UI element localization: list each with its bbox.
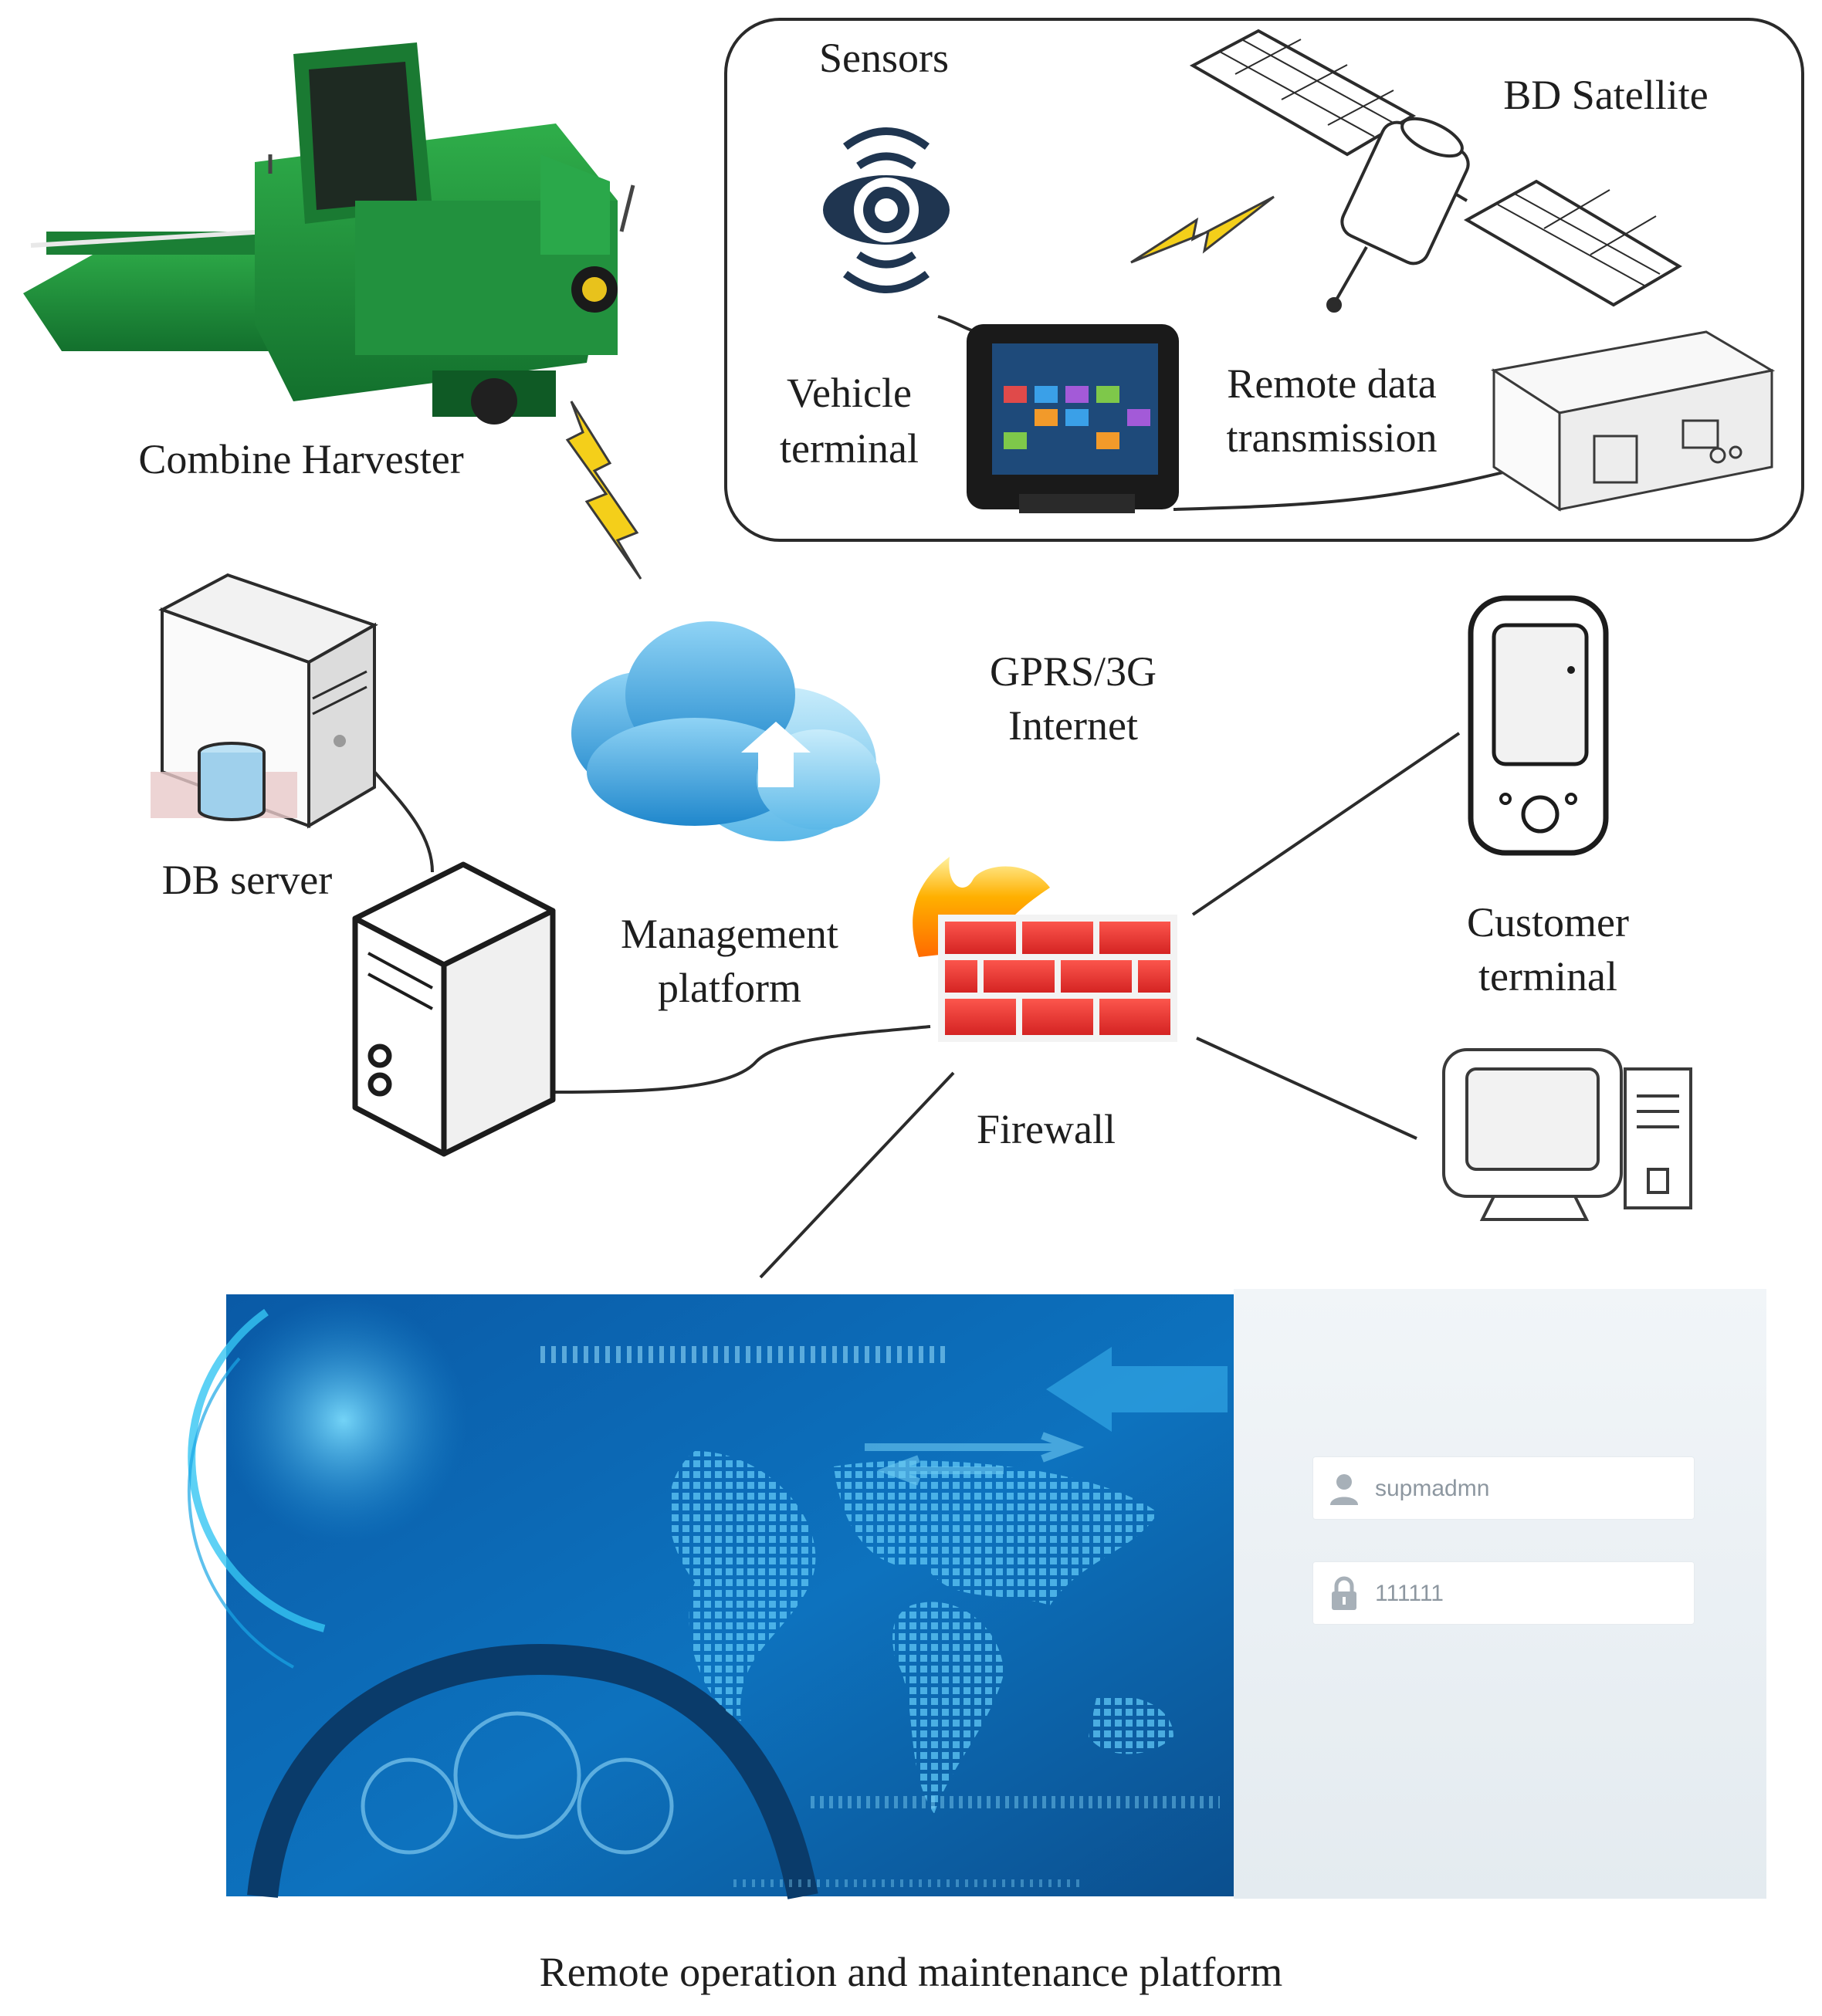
label-sensors: Sensors — [818, 35, 949, 81]
firewall-icon — [913, 857, 1177, 1042]
management-server-icon — [352, 861, 556, 1157]
desktop-computer-icon — [1442, 1048, 1692, 1221]
link-db-to-management — [373, 770, 434, 873]
label-vehicle-terminal-line2: terminal — [780, 425, 919, 472]
db-server-icon — [151, 573, 378, 829]
link-firewall-to-platform — [759, 1071, 955, 1279]
label-vehicle-terminal-line1: Vehicle — [787, 370, 912, 416]
label-customer-terminal-line1: Customer — [1467, 899, 1629, 945]
password-input[interactable]: 111111 — [1312, 1561, 1695, 1625]
link-firewall-to-desktop — [1196, 1037, 1417, 1140]
label-gprs-line2: Internet — [1008, 702, 1138, 749]
connection-lines — [373, 315, 1526, 1279]
vehicle-subsystem-frame — [724, 18, 1804, 542]
label-management-line2: platform — [658, 965, 801, 1011]
label-firewall: Firewall — [977, 1106, 1116, 1152]
label-gprs-line1: GPRS/3G — [989, 648, 1157, 695]
harvester-icon — [23, 42, 635, 425]
sensor-icon — [823, 127, 950, 293]
platform-splash-panel — [187, 1294, 1234, 1899]
tablet-icon — [967, 324, 1179, 513]
label-remote-data-line1: Remote data — [1227, 360, 1437, 407]
data-transmission-box-icon — [1491, 330, 1776, 512]
label-bd-satellite: BD Satellite — [1503, 72, 1709, 118]
label-platform-caption: Remote operation and maintenance platfor… — [539, 1949, 1283, 1995]
password-value: 111111 — [1375, 1581, 1444, 1606]
satellite-icon — [1189, 29, 1682, 313]
lightning-icon — [1130, 195, 1275, 264]
username-input[interactable]: supmadmn — [1312, 1456, 1695, 1520]
user-icon — [1330, 1474, 1358, 1505]
link-firewall-to-phone — [1191, 732, 1461, 916]
cloud-icon — [571, 621, 880, 841]
lightning-icon — [565, 401, 642, 580]
username-value: supmadmn — [1375, 1476, 1490, 1501]
label-remote-data-line2: transmission — [1226, 414, 1438, 461]
link-tablet-to-transmission — [1173, 465, 1526, 511]
mobile-phone-icon — [1468, 595, 1609, 856]
label-combine-harvester: Combine Harvester — [138, 436, 464, 482]
link-management-to-firewall — [552, 1025, 931, 1094]
label-customer-terminal-line2: terminal — [1478, 953, 1617, 1000]
label-management-line1: Management — [621, 911, 838, 957]
lock-icon — [1332, 1576, 1356, 1610]
label-db-server: DB server — [161, 857, 333, 903]
